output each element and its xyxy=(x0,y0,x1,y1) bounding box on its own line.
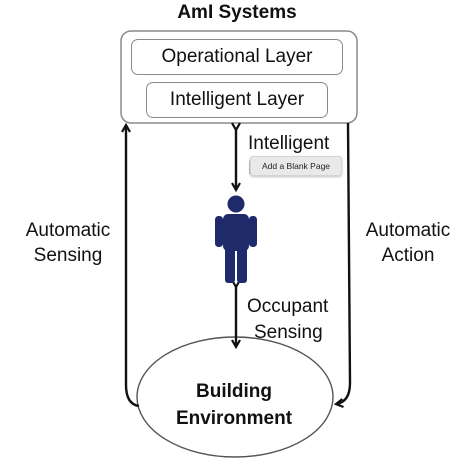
intelligent-interaction-label-line1: Intelligent xyxy=(248,133,330,154)
add-blank-page-tooltip: Add a Blank Page xyxy=(250,156,342,176)
automatic-action-label-line1: Automatic xyxy=(365,220,451,241)
automatic-sensing-arrow xyxy=(126,125,140,408)
automatic-action-label-line2: Action xyxy=(381,245,435,266)
operational-layer-box: Operational Layer xyxy=(131,39,343,75)
occupant-sensing-label-line1: Occupant xyxy=(247,296,329,317)
automatic-sensing-label-line2: Sensing xyxy=(33,245,103,266)
occupant-sensing-label-line2: Sensing xyxy=(254,322,323,343)
building-environment-line1: Building xyxy=(196,381,272,402)
operational-layer-label: Operational Layer xyxy=(161,46,313,67)
automatic-action-arrow xyxy=(336,122,352,404)
intelligent-layer-label: Intelligent Layer xyxy=(169,89,305,110)
person-icon xyxy=(215,195,257,283)
building-environment-label: Building Environment xyxy=(139,378,329,432)
automatic-sensing-label-line1: Automatic xyxy=(25,220,111,241)
intelligent-layer-box: Intelligent Layer xyxy=(146,82,328,118)
diagram-title: AmI Systems xyxy=(177,2,297,23)
building-environment-line2: Environment xyxy=(175,408,293,429)
